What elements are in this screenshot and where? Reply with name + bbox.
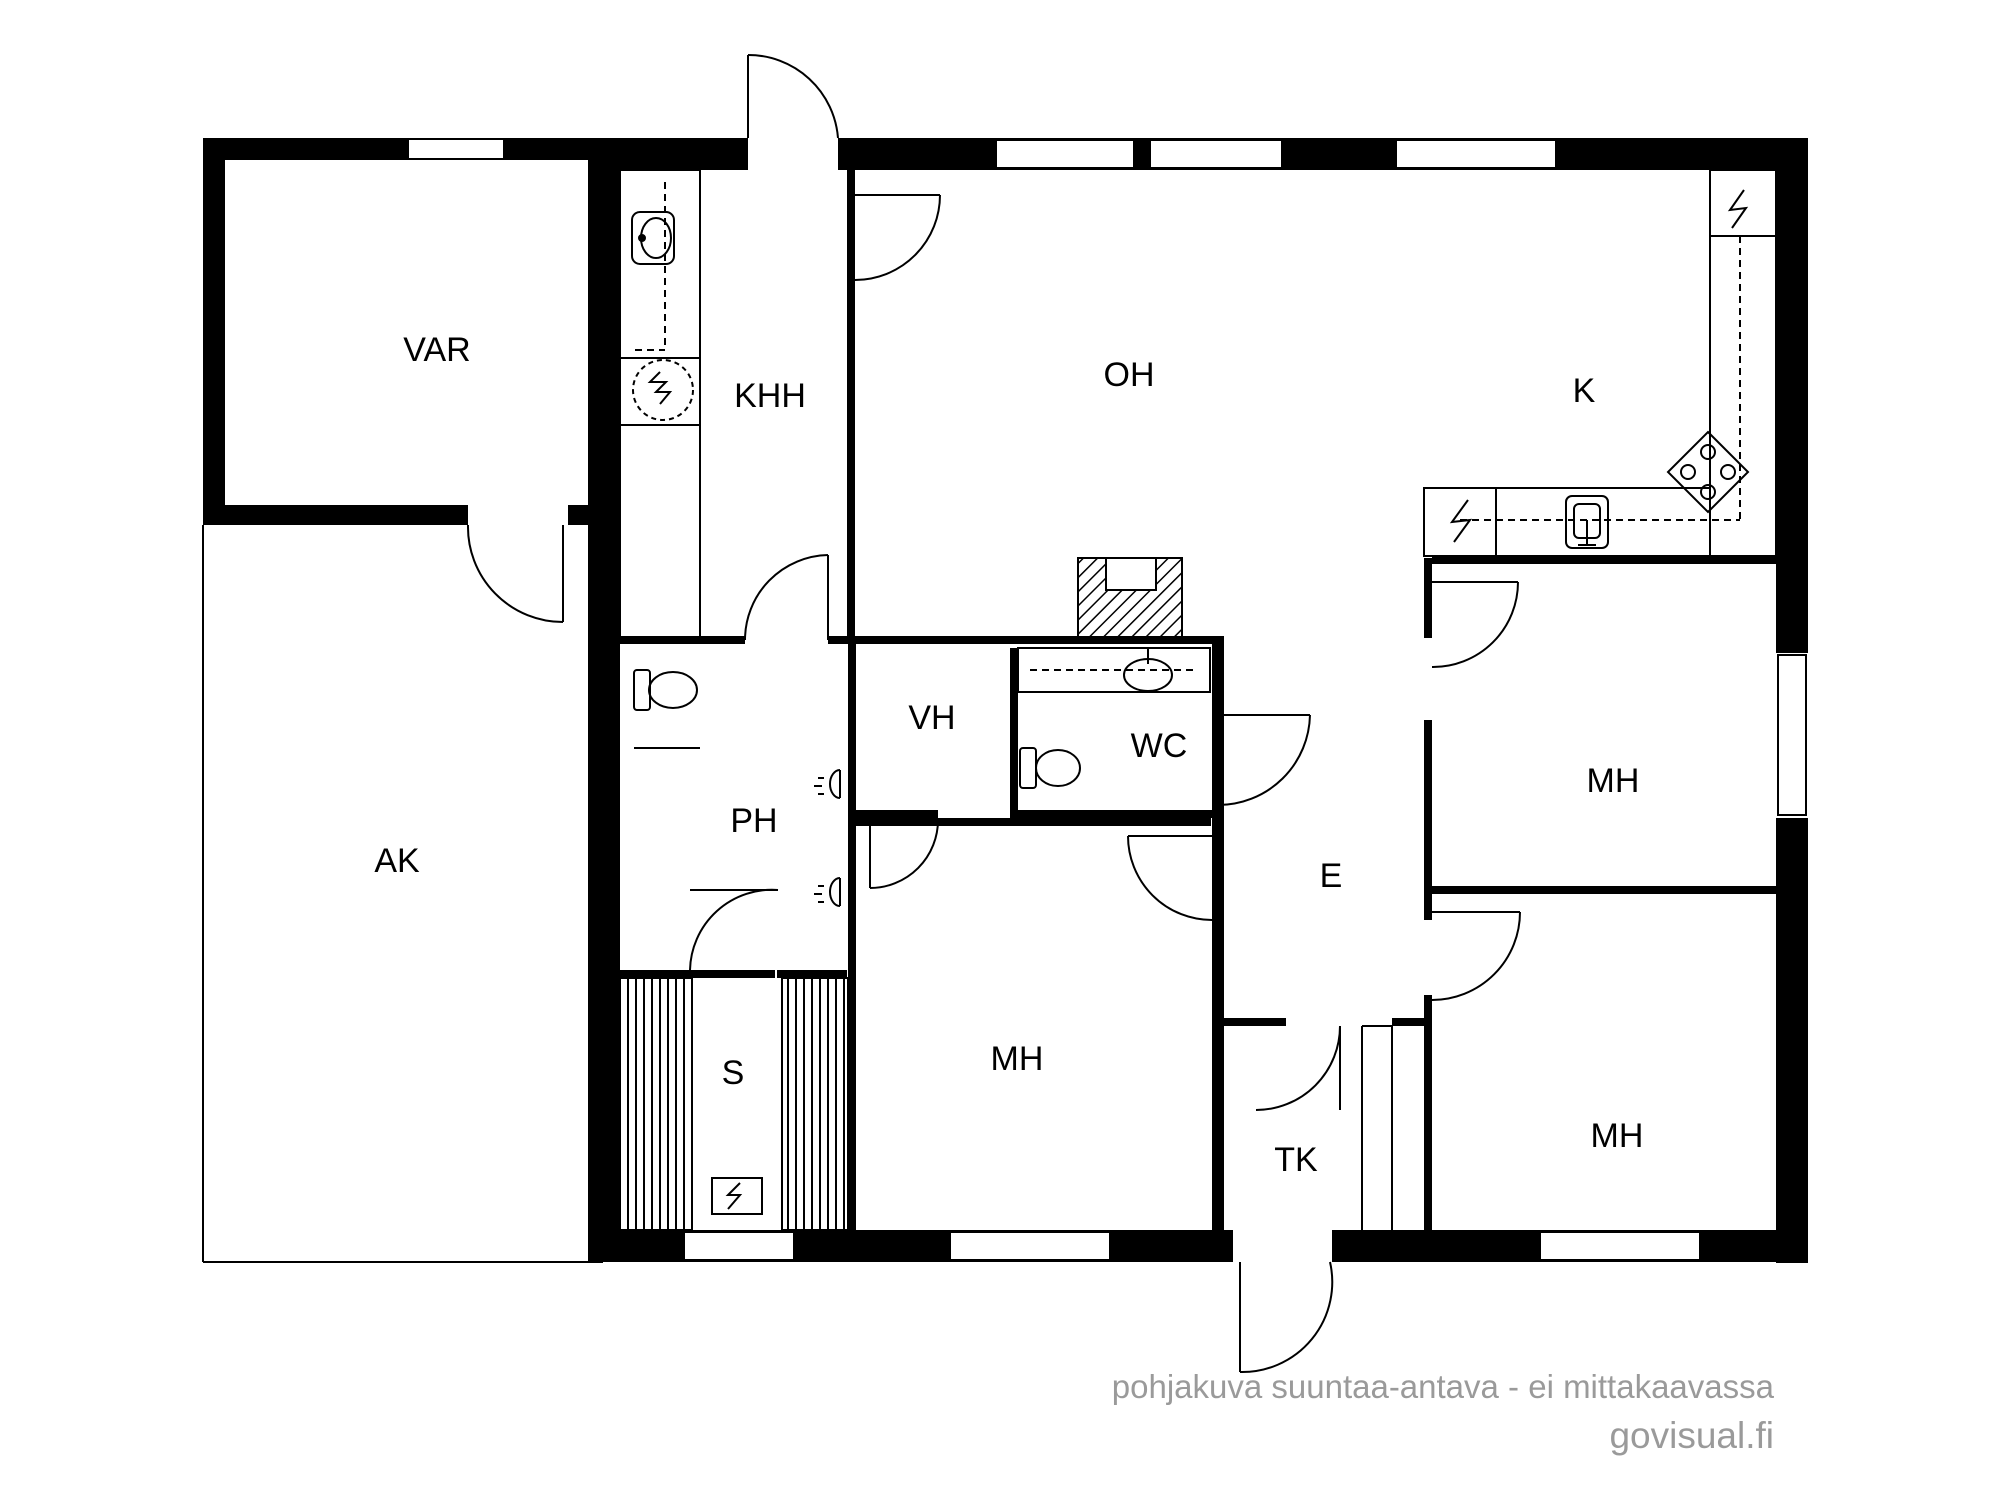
khh-counter — [619, 169, 701, 641]
fireplace-icon — [1077, 557, 1183, 641]
toilet-icon — [633, 669, 698, 711]
room-label-ph: PH — [730, 802, 777, 840]
kitchen-counter — [1423, 169, 1777, 557]
room-label-khh: KHH — [734, 377, 806, 415]
room-label-e: E — [1320, 857, 1343, 895]
room-label-oh: OH — [1104, 356, 1155, 394]
electric-icon — [1449, 189, 1749, 543]
room-label-ak: AK — [374, 842, 420, 880]
room-label-mh-east-lower: MH — [1591, 1117, 1644, 1155]
sink-icon — [1565, 495, 1609, 549]
tk-closet — [1361, 1025, 1393, 1230]
room-label-mh-east-upper: MH — [1587, 762, 1640, 800]
interior-walls — [620, 170, 1776, 1238]
sink-icon — [1123, 648, 1173, 692]
door-swings — [466, 53, 1521, 1374]
ak-outline — [202, 525, 603, 1263]
room-label-wc: WC — [1131, 727, 1188, 765]
room-label-s: S — [722, 1054, 745, 1092]
toilet-icon — [1019, 747, 1081, 789]
windows — [407, 138, 1807, 1261]
room-label-k: K — [1573, 372, 1596, 410]
room-label-tk: TK — [1274, 1141, 1318, 1179]
shower-icon — [814, 769, 841, 907]
sauna-benches — [619, 977, 849, 1231]
disclaimer-note: pohjakuva suuntaa-antava - ei mittakaava… — [1111, 1368, 1774, 1405]
sink-icon — [631, 211, 675, 265]
room-label-mh-south: MH — [991, 1040, 1044, 1078]
wc-counter — [1017, 647, 1211, 693]
room-label-vh: VH — [908, 699, 955, 737]
stove-icon — [1666, 430, 1750, 514]
washing-machine-icon — [632, 359, 694, 421]
room-label-var: VAR — [403, 331, 470, 369]
exterior-walls — [588, 138, 1808, 1263]
sauna-heater-icon — [711, 1177, 763, 1215]
site-credit: govisual.fi — [1609, 1415, 1774, 1456]
